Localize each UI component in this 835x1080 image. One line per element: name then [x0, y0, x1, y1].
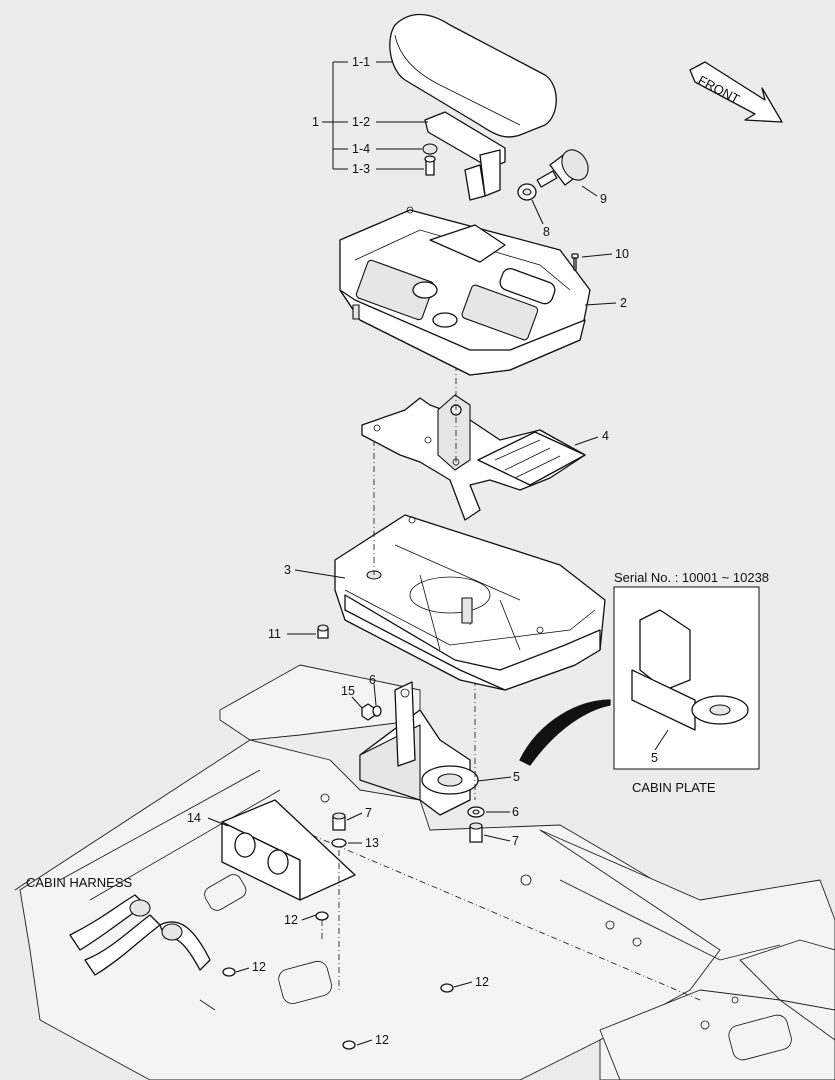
- callout-1-3: 1-3: [352, 162, 370, 176]
- part-8-washer: [517, 183, 537, 201]
- cabin-harness-label: CABIN HARNESS: [26, 875, 133, 890]
- callout-9: 9: [600, 192, 607, 206]
- part-11-bolt: [317, 624, 329, 639]
- part-7-bolt-lower: [469, 822, 483, 843]
- part-12-bolts: [222, 911, 454, 1050]
- callout-4: 4: [602, 429, 609, 443]
- front-direction-arrow: FRONT: [689, 61, 783, 123]
- callout-12-c: 12: [475, 975, 489, 989]
- inset-caption: CABIN PLATE: [632, 780, 716, 795]
- callout-6-upper: 6: [369, 673, 376, 687]
- inset-serial-label: Serial No. : 10001 ~ 10238: [614, 570, 769, 585]
- callout-2: 2: [620, 296, 627, 310]
- callout-12-d: 12: [375, 1033, 389, 1047]
- part-2-control-housing: [339, 206, 591, 376]
- callout-bracket-1: [322, 61, 428, 170]
- callout-12-a: 12: [284, 913, 298, 927]
- callout-5: 5: [513, 770, 520, 784]
- part-4-frame-plate: [361, 300, 586, 521]
- part-14-harness-bracket: [221, 799, 356, 901]
- part-15-nut: [361, 703, 375, 721]
- callout-1-4: 1-4: [352, 142, 370, 156]
- callout-15: 15: [341, 684, 355, 698]
- cabin-harness: [14, 879, 216, 1011]
- callout-10: 10: [615, 247, 629, 261]
- part-7-bolt-upper: [332, 812, 346, 831]
- callout-14: 14: [187, 811, 201, 825]
- part-5-bracket: [359, 680, 479, 816]
- callout-12-b: 12: [252, 960, 266, 974]
- part-1-armrest: [389, 13, 557, 201]
- callout-7-lower: 7: [512, 834, 519, 848]
- part-13-washer: [331, 838, 347, 848]
- callout-1: 1: [312, 115, 319, 129]
- callout-1-2: 1-2: [352, 115, 370, 129]
- callout-8: 8: [543, 225, 550, 239]
- callout-labels: 1 1-1 1-2 1-4 1-3 9 8 10 2 4 3 11 15 6 5…: [187, 55, 658, 1047]
- inset-cabin-plate: Serial No. : 10001 ~ 10238 CABIN PLATE: [519, 570, 769, 795]
- callout-11: 11: [268, 627, 281, 641]
- part-3-lower-cover: [334, 440, 606, 691]
- part-10-screw: [571, 253, 579, 271]
- callout-1-1: 1-1: [352, 55, 370, 69]
- callout-5-inset: 5: [651, 751, 658, 765]
- callout-3: 3: [284, 563, 291, 577]
- callout-13: 13: [365, 836, 379, 850]
- cabin-floor-plate: [19, 664, 835, 1080]
- callout-7-upper: 7: [365, 806, 372, 820]
- callout-6-lower: 6: [512, 805, 519, 819]
- part-6-washer-upper: [372, 705, 382, 717]
- part-6-washer-lower: [467, 806, 485, 818]
- callout-leaders: [207, 185, 669, 1046]
- part-9-knob: [536, 149, 589, 188]
